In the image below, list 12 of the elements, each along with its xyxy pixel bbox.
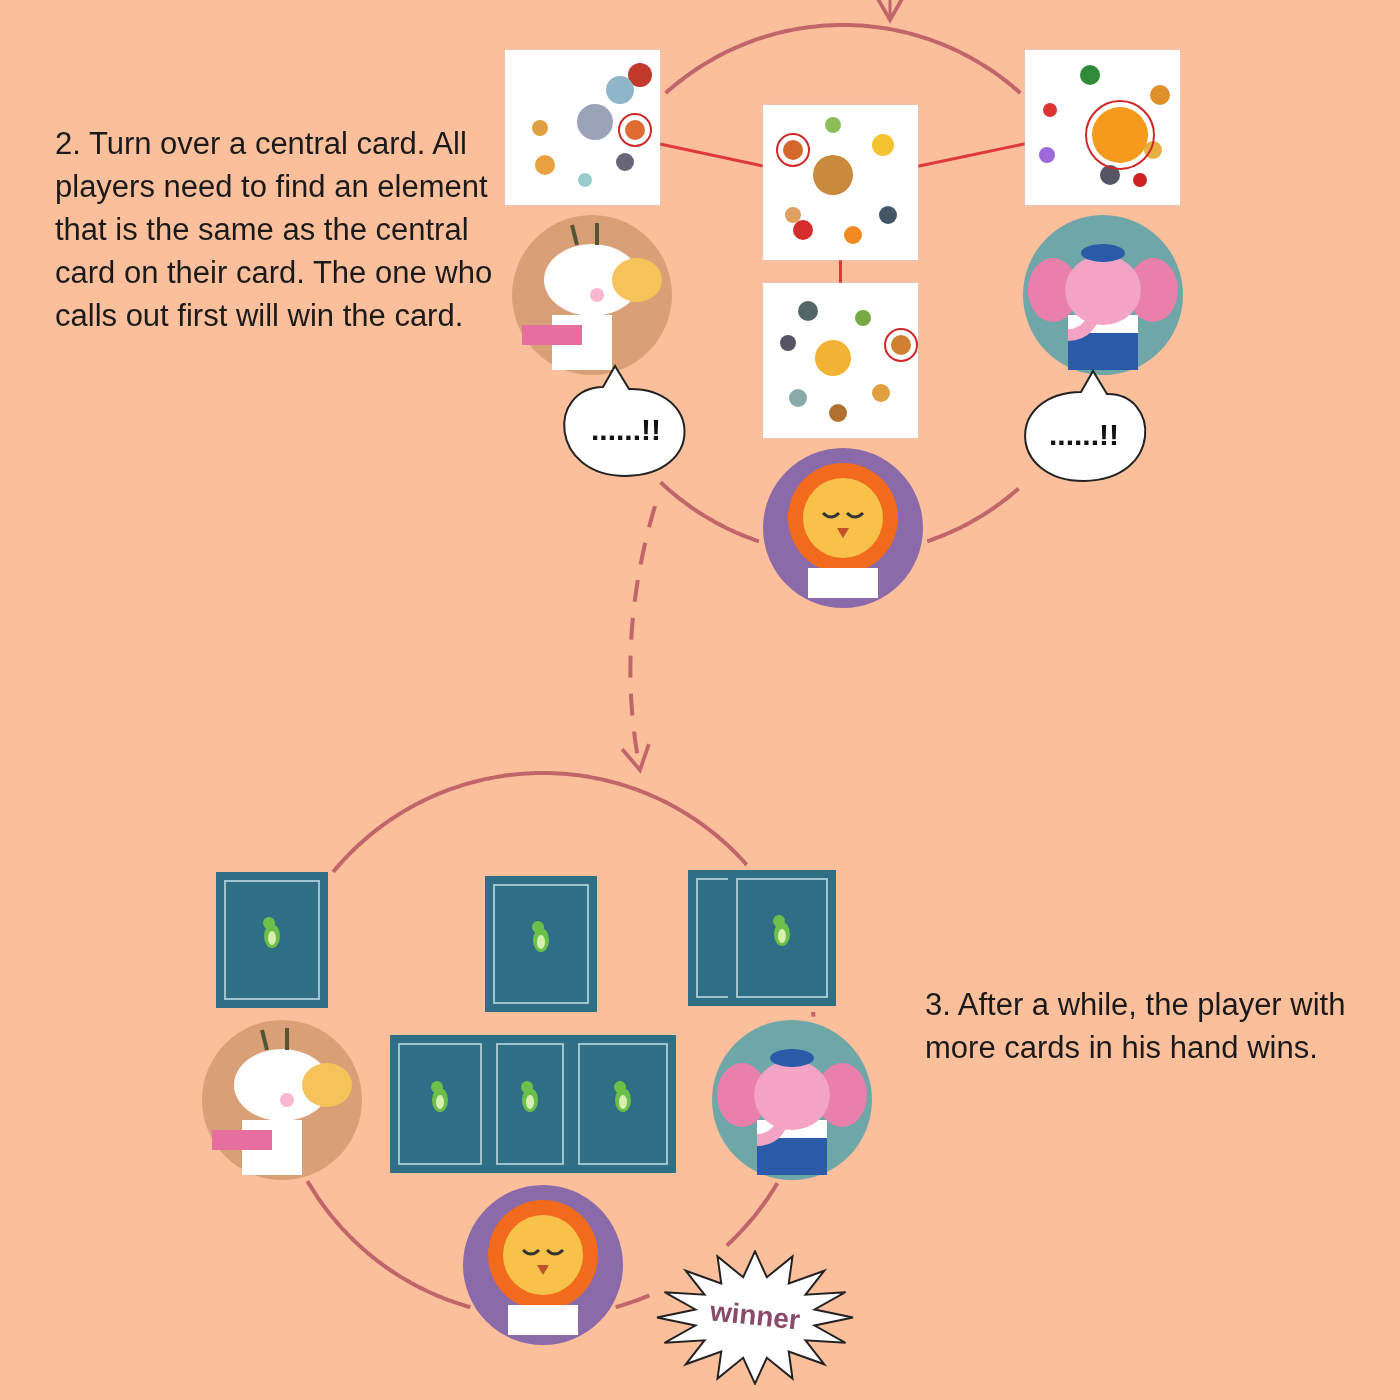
winner-text: winner bbox=[707, 1293, 803, 1338]
instruction-text: 3. After a while, the player with more cards in his hand wins. bbox=[925, 986, 1347, 1067]
symbol-card bbox=[1025, 50, 1180, 205]
symbol-card bbox=[505, 50, 660, 205]
exclamation-text: ......!! bbox=[1048, 417, 1120, 452]
symbol-card bbox=[763, 283, 918, 438]
instruction-text: 2. Turn over a central card. All players need to find an element that is the same as the central card on their card. The one who calls out first will win the card. bbox=[55, 125, 494, 335]
match-line bbox=[917, 142, 1026, 168]
symbol-card bbox=[763, 105, 918, 260]
match-line bbox=[839, 260, 842, 283]
match-line bbox=[659, 142, 764, 168]
exclamation-text: ......!! bbox=[590, 412, 662, 447]
